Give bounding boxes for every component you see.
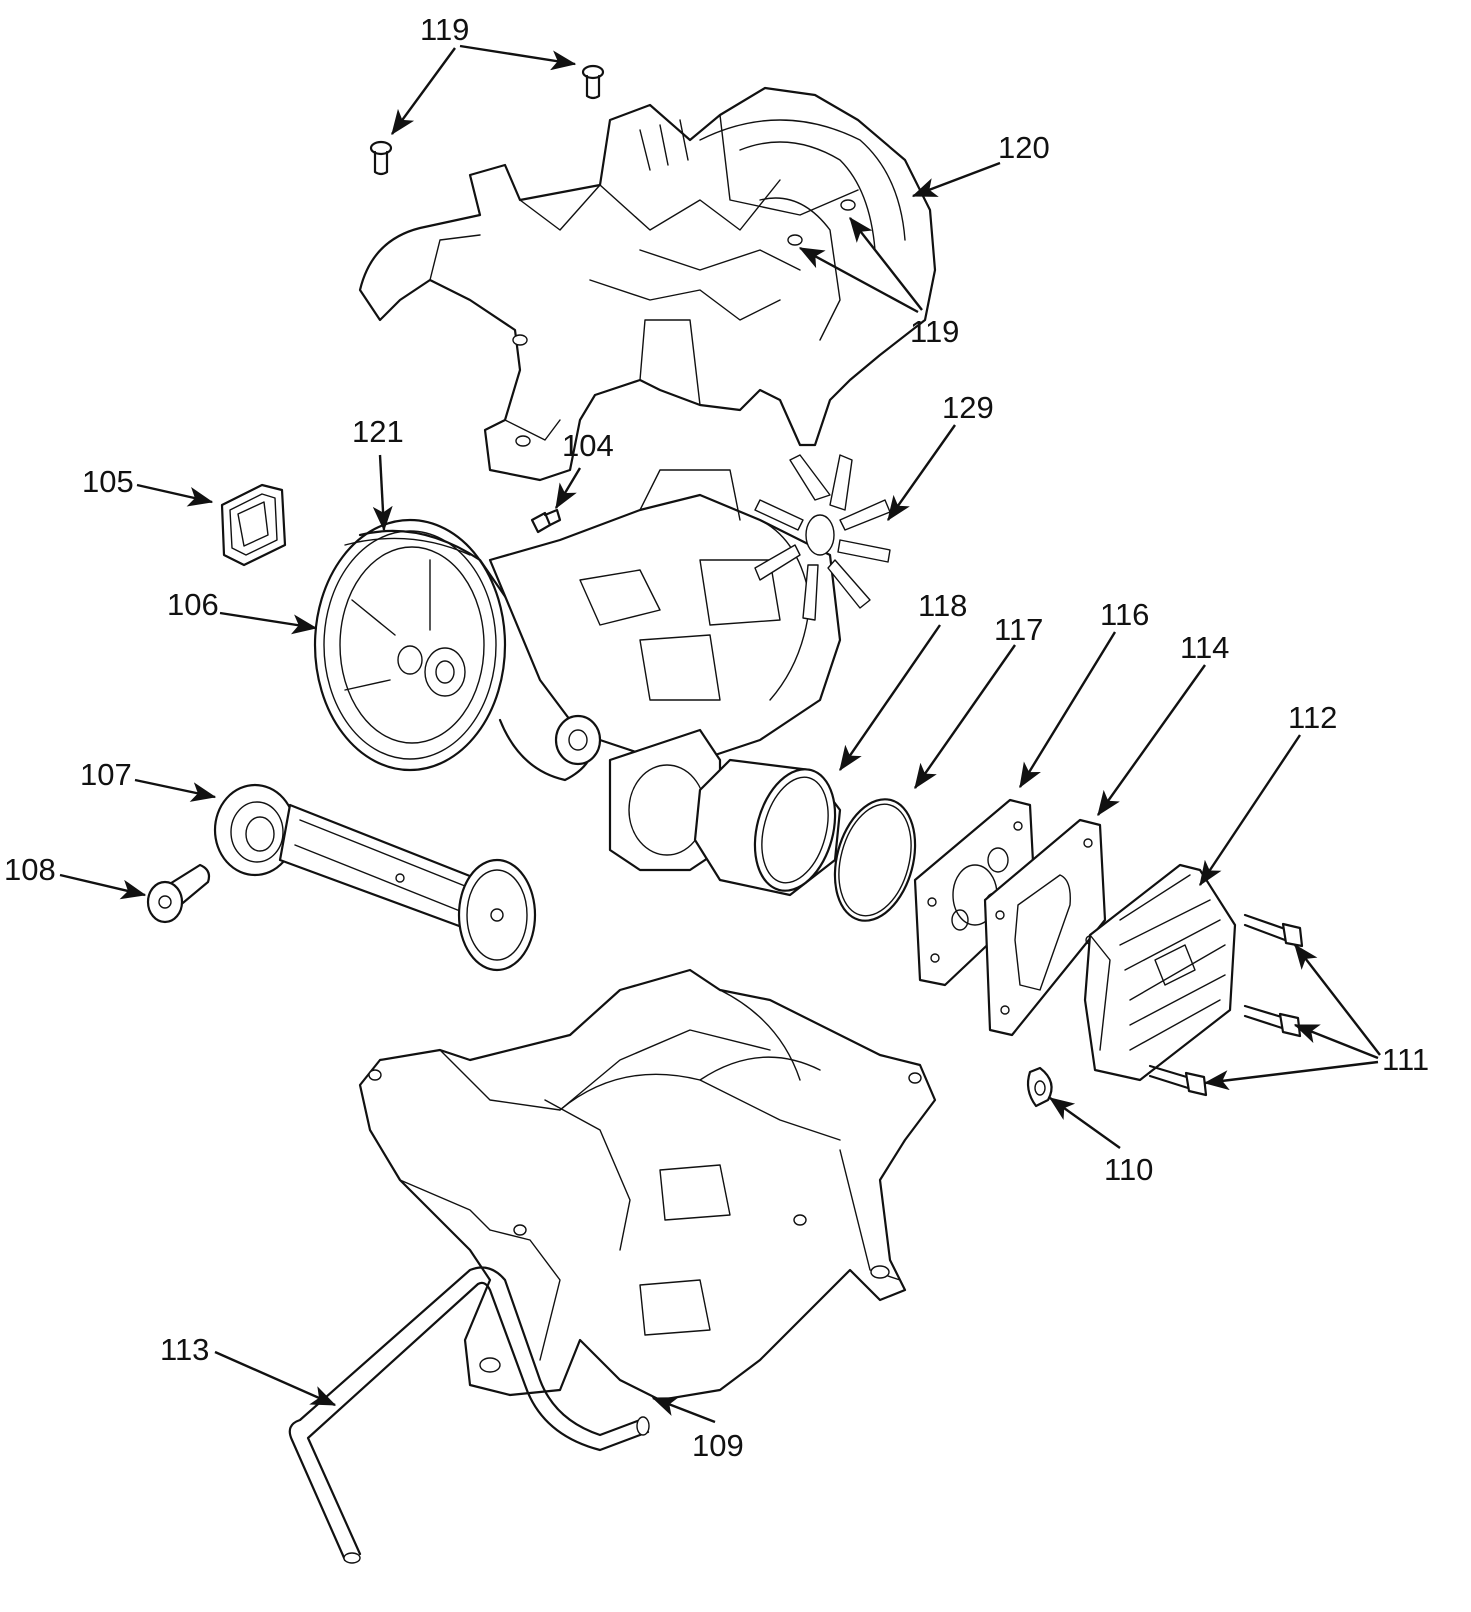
callout-112: 112 [1288, 700, 1337, 735]
motor-assembly-part [313, 454, 891, 872]
callout-117: 117 [994, 612, 1043, 647]
leader-lines [59, 44, 1381, 1424]
callout-104: 104 [562, 428, 614, 463]
callout-118: 118 [918, 588, 967, 623]
block-105 [220, 483, 287, 567]
callout-119-top: 119 [420, 12, 469, 47]
bolt-104 [530, 508, 562, 534]
callout-114: 114 [1180, 630, 1229, 665]
screw-119-b [369, 140, 393, 176]
fan-blades [754, 454, 891, 621]
callout-113: 113 [160, 1332, 209, 1367]
callout-108: 108 [4, 852, 56, 887]
callout-111: 111 [1382, 1042, 1429, 1077]
lower-shroud-109 [358, 968, 937, 1402]
callout-107: 107 [80, 757, 132, 792]
cylinder-sleeve-118 [693, 758, 842, 897]
connecting-rod-107 [213, 783, 537, 972]
screw-119-a [581, 64, 605, 100]
cylinder-head-112 [1083, 863, 1237, 1082]
callout-116: 116 [1100, 597, 1149, 632]
callout-119-right: 119 [910, 314, 959, 349]
tube-113 [288, 1266, 650, 1564]
callout-105: 105 [82, 464, 134, 499]
clip-110 [1026, 1066, 1053, 1108]
callout-120: 120 [998, 130, 1050, 165]
callout-129: 129 [942, 390, 994, 425]
callout-109: 109 [692, 1428, 744, 1463]
callout-106: 106 [167, 587, 219, 622]
screws-111 [1148, 913, 1304, 1097]
callout-121: 121 [352, 414, 404, 449]
callout-110: 110 [1104, 1152, 1153, 1187]
upper-shroud-part [358, 86, 937, 482]
callout-labels: 119 120 119 121 104 129 105 106 118 117 … [4, 12, 1429, 1463]
o-ring-117 [833, 798, 917, 922]
pin-108 [146, 863, 211, 924]
